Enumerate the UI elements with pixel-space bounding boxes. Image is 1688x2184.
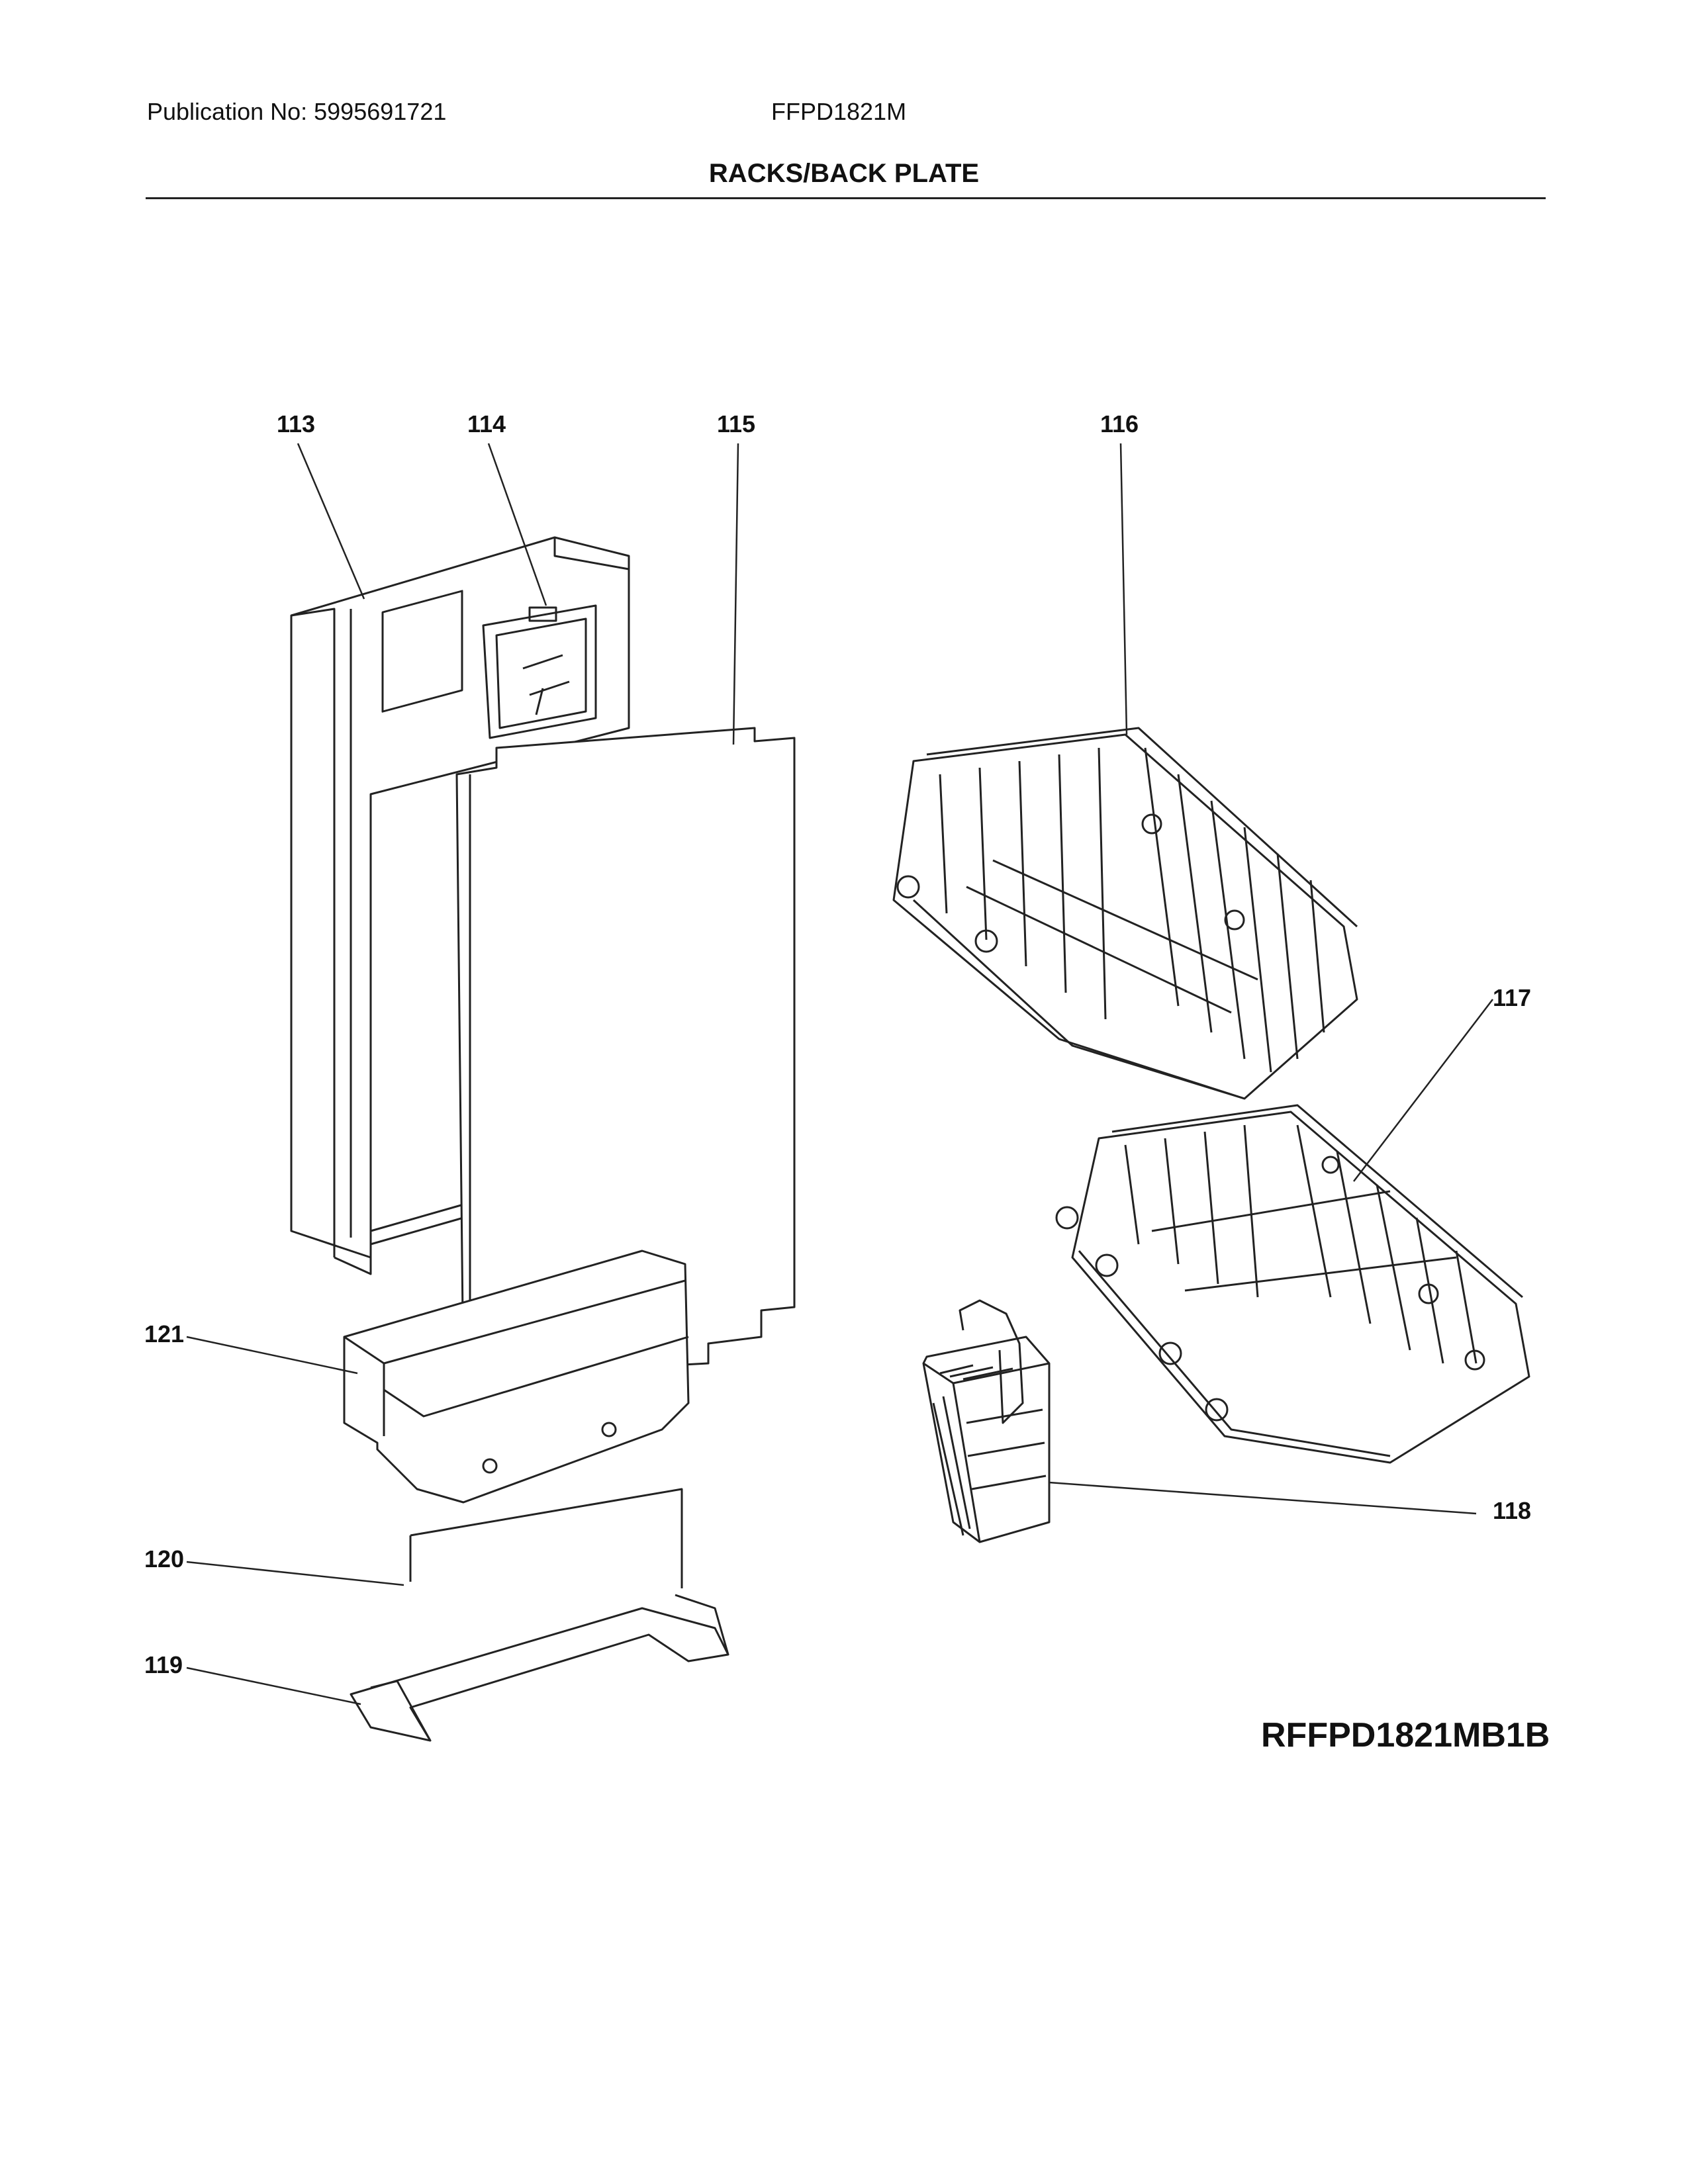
callout-115: 115 xyxy=(717,410,756,437)
insulation-block-part-121 xyxy=(343,1250,690,1504)
callout-113: 113 xyxy=(277,410,316,437)
callout-121: 121 xyxy=(144,1320,185,1347)
rear-plate-part-115 xyxy=(455,727,796,1378)
callout-114: 114 xyxy=(467,410,506,437)
callout-119: 119 xyxy=(144,1651,183,1678)
bottom-bracket-part-119 xyxy=(350,1594,729,1742)
model-number: FFPD1821M xyxy=(771,98,907,125)
upper-rack-part-116 xyxy=(892,727,1358,1100)
callout-118: 118 xyxy=(1493,1497,1532,1524)
lower-rack-part-117 xyxy=(1055,1104,1530,1464)
callout-120: 120 xyxy=(144,1545,185,1572)
cutlery-basket-part-118 xyxy=(922,1299,1051,1543)
callout-117: 117 xyxy=(1493,984,1532,1011)
page-title: RACKS/BACK PLATE xyxy=(708,159,980,188)
wire-rod-part-120 xyxy=(409,1488,683,1588)
bracket-part-114 xyxy=(482,604,597,739)
publication-number: Publication No: 5995691721 xyxy=(147,98,447,125)
callout-116: 116 xyxy=(1100,410,1139,437)
header-divider xyxy=(146,197,1546,199)
diagram-code: RFFPD1821MB1B xyxy=(1261,1716,1550,1754)
leader-lines xyxy=(186,443,1493,1706)
